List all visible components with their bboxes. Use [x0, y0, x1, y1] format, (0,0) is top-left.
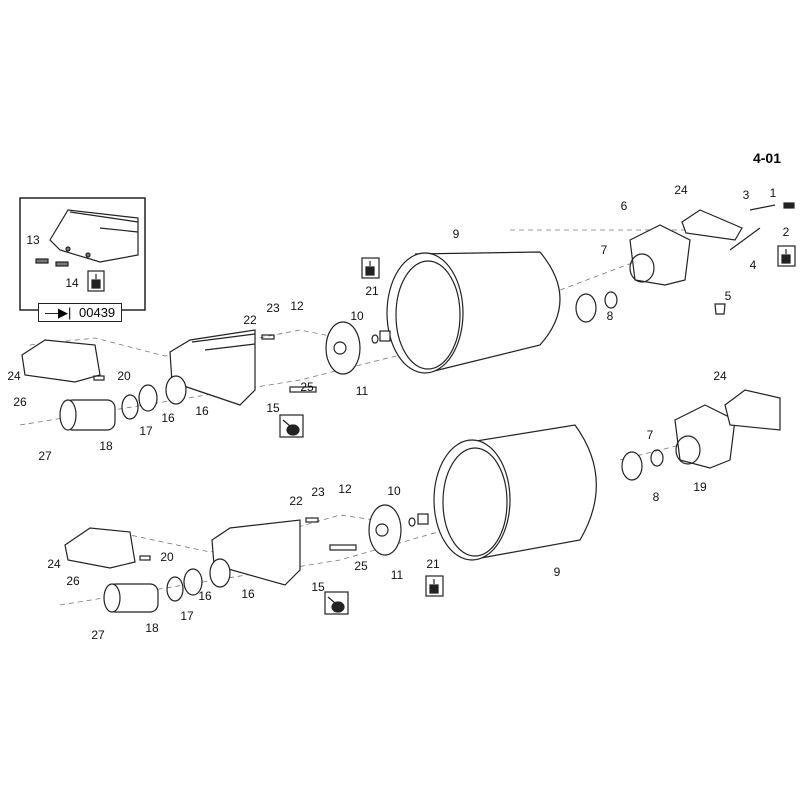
part-label: 1	[769, 186, 777, 200]
part-label: 10	[350, 309, 364, 323]
page-code: 4-01	[752, 150, 782, 166]
inset-reference-box: —▶| 00439	[38, 303, 122, 322]
part-label: 25	[354, 559, 368, 573]
part-label: 4	[749, 258, 757, 272]
part-label: 18	[145, 621, 159, 635]
part-label: 16	[195, 404, 209, 418]
thread-lock-icon	[777, 245, 796, 267]
part-label: 26	[13, 395, 27, 409]
thread-lock-icon	[425, 575, 444, 597]
upper-hub-flange	[325, 321, 361, 375]
reference-number: 00439	[79, 305, 116, 320]
grease-icon	[279, 414, 304, 438]
lower-hub-flange	[368, 504, 402, 556]
lower-motor	[103, 583, 159, 613]
part-label: 11	[355, 384, 369, 398]
part-label: 24	[713, 369, 727, 383]
part-label: 19	[693, 480, 707, 494]
inset-bolts	[35, 246, 91, 267]
thread-lock-icon	[87, 270, 105, 292]
part-label: 7	[600, 243, 608, 257]
part-label: 8	[606, 309, 614, 323]
part-label: 7	[646, 428, 654, 442]
part-label: 13	[26, 233, 40, 247]
part-label: 20	[117, 369, 131, 383]
upper-right-plate	[681, 202, 795, 315]
part-label: 2	[782, 225, 790, 239]
lower-side-plate	[64, 527, 136, 569]
part-label: 12	[338, 482, 352, 496]
part-label: 23	[311, 485, 325, 499]
part-label: 9	[452, 227, 460, 241]
part-label: 25	[300, 380, 314, 394]
part-label: 3	[742, 188, 750, 202]
lower-bearing-housing	[674, 404, 736, 469]
part-label: 26	[66, 574, 80, 588]
lower-seals	[139, 449, 664, 602]
part-label: 27	[91, 628, 105, 642]
part-label: 21	[365, 284, 379, 298]
part-label: 10	[387, 484, 401, 498]
part-label: 27	[38, 449, 52, 463]
part-label: 24	[7, 369, 21, 383]
upper-bearing-housing	[629, 224, 691, 286]
part-label: 16	[161, 411, 175, 425]
part-label: 23	[266, 301, 280, 315]
part-label: 12	[290, 299, 304, 313]
part-label: 16	[198, 589, 212, 603]
part-label: 22	[243, 313, 257, 327]
upper-side-plate	[21, 339, 101, 383]
upper-motor	[59, 399, 116, 431]
thread-lock-icon	[361, 257, 380, 279]
grease-icon	[324, 591, 349, 615]
part-label: 9	[553, 565, 561, 579]
part-label: 24	[47, 557, 61, 571]
part-label: 15	[311, 580, 325, 594]
part-label: 21	[426, 557, 440, 571]
reference-arrow-icon: —▶|	[45, 305, 72, 320]
drum-top	[386, 251, 561, 374]
part-label: 17	[139, 424, 153, 438]
part-label: 17	[180, 609, 194, 623]
part-label: 16	[241, 587, 255, 601]
part-label: 5	[724, 289, 732, 303]
part-label: 15	[266, 401, 280, 415]
lower-right-plate	[724, 389, 781, 431]
upper-seals	[93, 291, 618, 420]
inset-frame-bracket	[49, 209, 139, 263]
part-label: 24	[674, 183, 688, 197]
drum-bottom	[433, 424, 597, 561]
part-label: 8	[652, 490, 660, 504]
part-label: 18	[99, 439, 113, 453]
part-label: 20	[160, 550, 174, 564]
part-label: 14	[65, 276, 79, 290]
part-label: 22	[289, 494, 303, 508]
part-label: 6	[620, 199, 628, 213]
part-label: 11	[390, 568, 404, 582]
